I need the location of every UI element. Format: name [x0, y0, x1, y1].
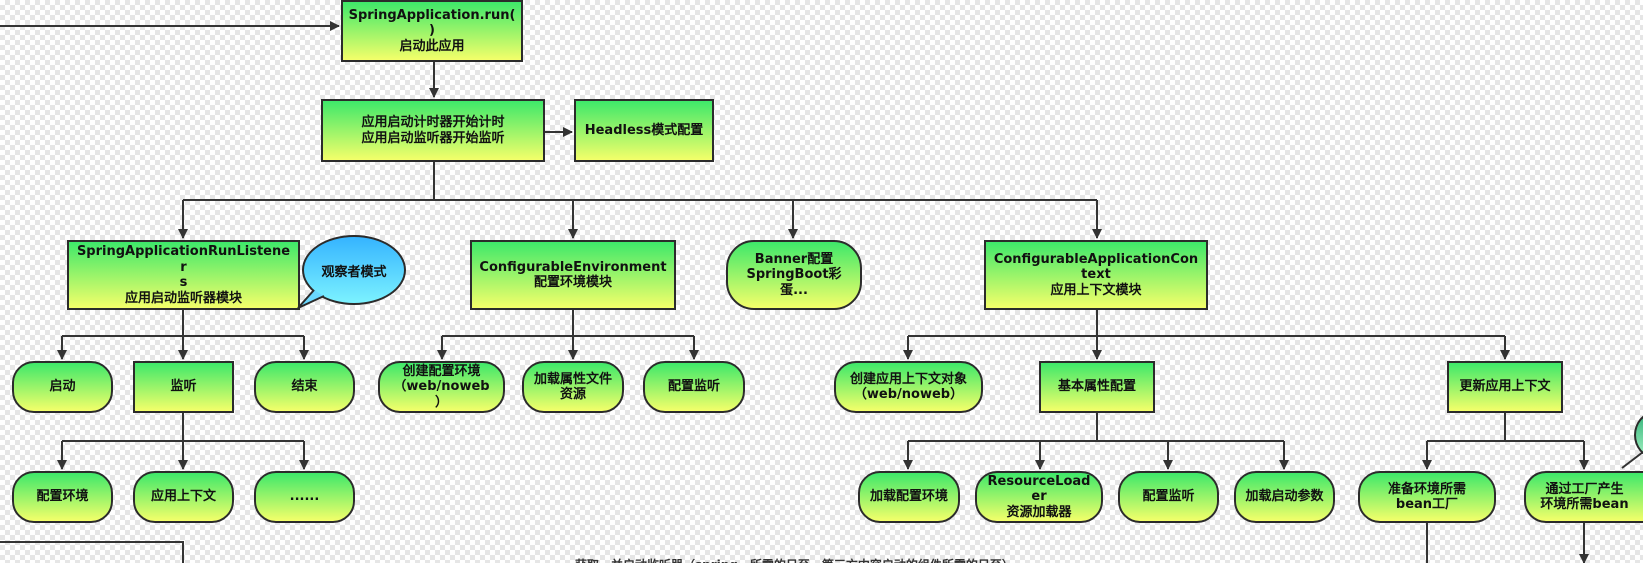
edge-timer-bus [183, 162, 1097, 201]
node-prepare-bean-factory: 准备环境所需 bean工厂 [1358, 471, 1496, 523]
edge-listeners-bus [62, 310, 304, 337]
edge-gen-bean-right [1621, 451, 1643, 469]
node-configurable-application-context: ConfigurableApplicationCon text 应用上下文模块 [984, 240, 1208, 310]
node-refresh-context: 更新应用上下文 [1447, 361, 1563, 413]
node-load-property-files: 加载属性文件 资源 [522, 361, 624, 413]
node-config-listen-2: 配置监听 [1118, 471, 1219, 523]
edge-refresh-bus [1427, 413, 1584, 442]
edge-context-bus [908, 310, 1505, 337]
edge-basic-bus [908, 413, 1284, 442]
node-startup-timer: 应用启动计时器开始计时 应用启动监听器开始监听 [321, 99, 545, 162]
node-generate-beans: 通过工厂产生 环境所需bean [1524, 471, 1643, 523]
node-load-config-env: 加载配置环境 [858, 471, 960, 523]
edge-bottom-left [0, 541, 184, 563]
node-run-listeners-module: SpringApplicationRunListener s 应用启动监听器模块 [67, 240, 300, 310]
node-create-config-env: 创建配置环境 （web/noweb ） [378, 361, 505, 413]
node-spring-application-run: SpringApplication.run( ) 启动此应用 [341, 0, 523, 62]
bottom-caption: 获取、并启动监听器（spring、所需的日至，第三方内容启动的组件所需的日至） [575, 556, 1035, 563]
node-resource-loader: ResourceLoad er 资源加载器 [975, 471, 1103, 523]
node-config-listen: 配置监听 [643, 361, 745, 413]
edge-env-bus [442, 310, 694, 337]
node-finish: 结束 [254, 361, 355, 413]
node-create-context-object: 创建应用上下文对象 （web/noweb） [834, 361, 983, 413]
node-config-environment: 配置环境 [12, 471, 113, 523]
node-banner-config: Banner配置 SpringBoot彩 蛋... [726, 240, 862, 310]
bubble-tail [297, 290, 325, 309]
node-listen: 监听 [133, 361, 234, 413]
node-application-context: 应用上下文 [133, 471, 234, 523]
node-more: ...... [254, 471, 355, 523]
node-load-startup-args: 加载启动参数 [1234, 471, 1335, 523]
node-configurable-environment: ConfigurableEnvironment 配置环境模块 [470, 240, 676, 310]
node-start: 启动 [12, 361, 113, 413]
node-basic-property-config: 基本属性配置 [1039, 361, 1155, 413]
edge-listen-bus [62, 413, 304, 442]
node-headless-config: Headless模式配置 [574, 99, 714, 162]
